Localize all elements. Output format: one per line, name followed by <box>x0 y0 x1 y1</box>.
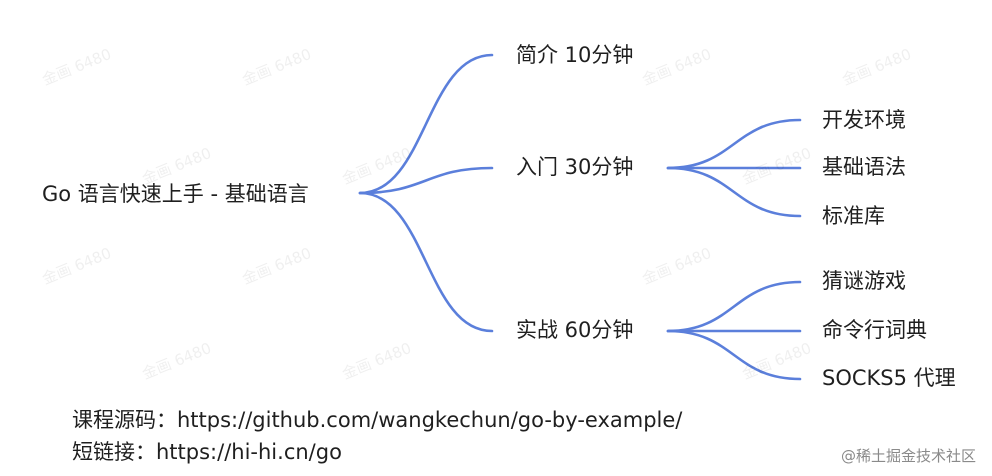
branch-node-intro: 简介 10分钟 <box>516 43 634 67</box>
leaf-node-dev-env: 开发环境 <box>822 108 906 132</box>
short-link-label: 短链接： <box>72 440 156 464</box>
source-code-label: 课程源码： <box>72 408 177 432</box>
leaf-node-socks5: SOCKS5 代理 <box>822 366 956 390</box>
connector-practice-guess <box>666 280 802 333</box>
short-link-line: 短链接：https://hi-hi.cn/go <box>72 442 342 463</box>
branch-node-basics: 入门 30分钟 <box>516 155 634 179</box>
short-link-url[interactable]: https://hi-hi.cn/go <box>156 440 342 464</box>
source-code-link[interactable]: https://github.com/wangkechun/go-by-exam… <box>177 408 683 432</box>
connector-practice-socks5 <box>666 329 802 381</box>
source-code-line: 课程源码：https://github.com/wangkechun/go-by… <box>72 410 682 431</box>
leaf-node-dictionary: 命令行词典 <box>822 318 927 342</box>
leaf-node-guess-game: 猜谜游戏 <box>822 269 906 293</box>
brand-watermark: @稀土掘金技术社区 <box>840 447 976 465</box>
connector-root-intro <box>358 53 494 195</box>
connector-root-basics <box>358 166 494 195</box>
leaf-node-stdlib: 标准库 <box>822 204 885 228</box>
branch-node-practice: 实战 60分钟 <box>516 318 634 342</box>
leaf-node-syntax: 基础语法 <box>822 155 906 179</box>
connector-basics-stdlib <box>666 166 802 218</box>
connector-basics-dev-env <box>666 118 802 170</box>
connector-root-practice <box>358 191 494 333</box>
root-node: Go 语言快速上手 - 基础语言 <box>42 182 309 206</box>
